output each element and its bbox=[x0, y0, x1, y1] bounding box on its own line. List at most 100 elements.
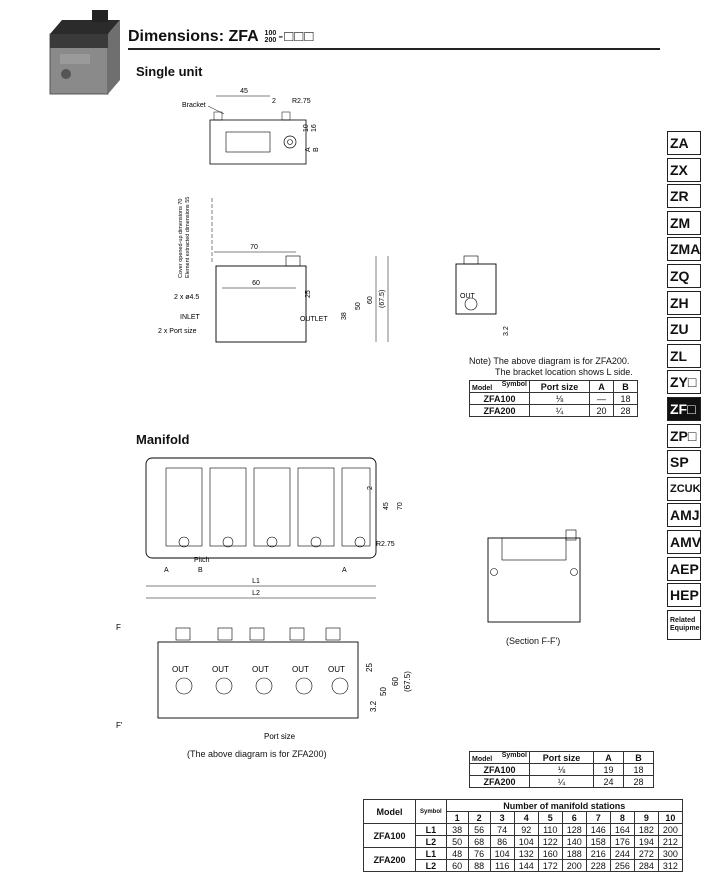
st-group-header: Number of manifold stations bbox=[445, 799, 683, 812]
su-dim-25: 25 bbox=[305, 290, 312, 298]
side-tab-zh[interactable]: ZH bbox=[667, 290, 701, 315]
table-row: ZFA200 ¼ 20 28 bbox=[469, 404, 638, 417]
product-photo bbox=[49, 10, 120, 95]
side-tab-hep[interactable]: HEP bbox=[667, 583, 701, 608]
su-table-port-h: Port size bbox=[529, 380, 590, 393]
mf-row1-model: ZFA100 bbox=[469, 763, 530, 776]
mf-front-dim-675: (67.5) bbox=[403, 671, 412, 692]
side-tab-zr[interactable]: ZR bbox=[667, 184, 701, 209]
st-symbol: L2 bbox=[415, 835, 447, 848]
st-value: 164 bbox=[609, 823, 635, 836]
st-symbol: L1 bbox=[415, 847, 447, 860]
title-frac-bottom: 200 bbox=[264, 36, 277, 44]
st-value: 194 bbox=[633, 835, 659, 848]
st-value: 38 bbox=[445, 823, 469, 836]
st-symbol: L2 bbox=[415, 859, 447, 872]
su-dim-2: 2 bbox=[272, 98, 276, 105]
st-value: 200 bbox=[561, 859, 587, 872]
su-table-a-h: A bbox=[589, 380, 614, 393]
note-line-2: The bracket location shows L side. bbox=[495, 367, 633, 377]
su-row2-a: 20 bbox=[589, 404, 614, 417]
su-port-size-label: 2 x Port size bbox=[158, 328, 197, 335]
st-station-header: 10 bbox=[657, 811, 683, 824]
st-station-header: 9 bbox=[633, 811, 659, 824]
st-value: 132 bbox=[513, 847, 539, 860]
st-value: 140 bbox=[561, 835, 587, 848]
side-tab-amj[interactable]: AMJ bbox=[667, 503, 701, 528]
su-row1-b: 18 bbox=[613, 392, 638, 405]
side-tab-zm[interactable]: ZM bbox=[667, 210, 701, 235]
st-value: 122 bbox=[537, 835, 563, 848]
st-value: 284 bbox=[633, 859, 659, 872]
su-outlet-label: OUTLET bbox=[300, 316, 328, 323]
st-value: 256 bbox=[609, 859, 635, 872]
side-tab-zu[interactable]: ZU bbox=[667, 317, 701, 342]
mf-fprime-mark: F' bbox=[116, 721, 123, 730]
su-element-extracted: Element extracted dimensions 55 bbox=[185, 197, 191, 278]
st-value: 312 bbox=[657, 859, 683, 872]
st-value: 172 bbox=[537, 859, 563, 872]
mf-out-5: OUT bbox=[328, 665, 345, 674]
st-station-header: 5 bbox=[537, 811, 563, 824]
st-value: 128 bbox=[561, 823, 587, 836]
su-cover-opened: Cover opened-up dimensions 70 bbox=[178, 199, 184, 279]
side-tab-zl[interactable]: ZL bbox=[667, 343, 701, 368]
single-unit-front-view: Cover opened-up dimensions 70 Element ex… bbox=[158, 197, 389, 343]
st-value: 228 bbox=[585, 859, 611, 872]
side-tab-zq[interactable]: ZQ bbox=[667, 263, 701, 288]
su-r275: R2.75 bbox=[292, 98, 311, 105]
st-value: 116 bbox=[489, 859, 515, 872]
su-dim-16: 16 bbox=[311, 124, 318, 132]
side-tab-zp[interactable]: ZP□ bbox=[667, 423, 701, 448]
st-model-name: ZFA200 bbox=[363, 847, 416, 872]
st-value: 88 bbox=[467, 859, 491, 872]
single-unit-top-view: 45 2 R2.75 Bracket 10 16 A B bbox=[182, 88, 320, 165]
title-frac-top: 100 bbox=[264, 29, 277, 37]
st-value: 110 bbox=[537, 823, 563, 836]
mf-out-3: OUT bbox=[252, 665, 269, 674]
st-symbol-header: Symbol bbox=[415, 799, 447, 824]
side-tab-related-equipment[interactable]: Related Equipment bbox=[667, 609, 701, 640]
side-tab-za[interactable]: ZA bbox=[667, 131, 701, 155]
mf-r275: R2.75 bbox=[376, 541, 395, 548]
mf-dim-2: 2 bbox=[367, 486, 374, 490]
su-dim-38: 38 bbox=[341, 312, 348, 320]
su-dim-45: 45 bbox=[240, 88, 248, 95]
side-tab-zma[interactable]: ZMA bbox=[667, 237, 701, 262]
su-hole-label: 2 x ø4.5 bbox=[174, 294, 199, 301]
side-tab-sp[interactable]: SP bbox=[667, 450, 701, 475]
su-row2-b: 28 bbox=[613, 404, 638, 417]
su-bracket-label: Bracket bbox=[182, 102, 206, 109]
su-side-dim-32: 3.2 bbox=[503, 326, 510, 336]
st-value: 272 bbox=[633, 847, 659, 860]
st-value: 48 bbox=[445, 847, 469, 860]
su-row2-port: ¼ bbox=[529, 404, 590, 417]
su-dim-b: B bbox=[313, 147, 320, 152]
mf-table-model-symbol-header: Model Symbol bbox=[469, 751, 530, 764]
side-tab-zf[interactable]: ZF□ bbox=[667, 396, 701, 421]
su-dim-50: 50 bbox=[355, 302, 362, 310]
su-table-model-h: Model bbox=[472, 385, 493, 392]
mf-f-mark: F bbox=[116, 623, 121, 632]
side-tab-aep[interactable]: AEP bbox=[667, 556, 701, 581]
title-prefix: Dimensions: ZFA bbox=[128, 28, 259, 45]
mf-a-left: A bbox=[164, 567, 169, 574]
side-tab-zcuk[interactable]: ZCUK bbox=[667, 476, 701, 501]
mf-row2-model: ZFA200 bbox=[469, 775, 530, 788]
st-value: 176 bbox=[609, 835, 635, 848]
st-station-header: 8 bbox=[609, 811, 635, 824]
side-tab-zx[interactable]: ZX bbox=[667, 157, 701, 182]
st-station-header: 1 bbox=[445, 811, 469, 824]
side-tab-zy[interactable]: ZY□ bbox=[667, 370, 701, 395]
side-tab-amv[interactable]: AMV bbox=[667, 529, 701, 554]
su-row1-port: ⅛ bbox=[529, 392, 590, 405]
su-inlet-label: INLET bbox=[180, 314, 201, 321]
manifold-heading: Manifold bbox=[136, 432, 190, 447]
st-value: 158 bbox=[585, 835, 611, 848]
st-value: 74 bbox=[489, 823, 515, 836]
st-value: 244 bbox=[609, 847, 635, 860]
